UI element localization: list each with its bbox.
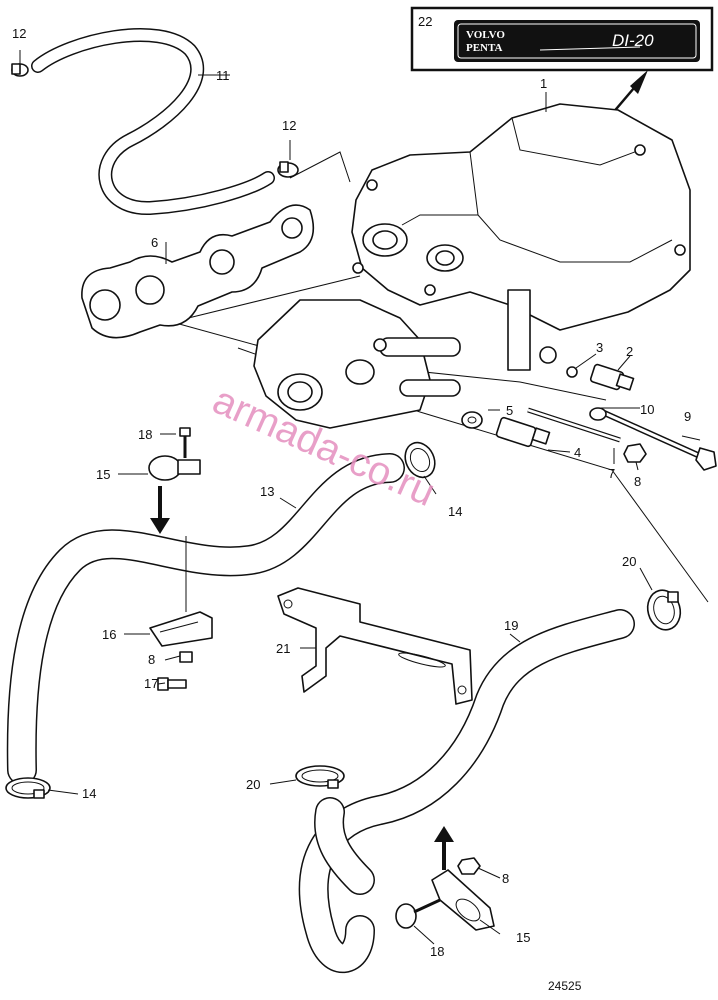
hose-clamp-14-lower: [5, 777, 51, 799]
callout-8-left: 8: [148, 652, 155, 667]
callout-12-top: 12: [12, 26, 26, 41]
plug: [495, 416, 551, 448]
callout-6: 6: [151, 235, 158, 250]
decal-ref-label: 22: [418, 14, 432, 29]
hose-19: [298, 609, 635, 974]
hose-clamp-top: [11, 63, 29, 77]
nut-upper: [623, 443, 647, 463]
main-hose: [6, 453, 405, 785]
hose-clamp-14-upper: [404, 441, 436, 479]
callout-12-upper: 12: [282, 118, 296, 133]
screw-18-left: [179, 427, 191, 458]
callout-16: 16: [102, 627, 116, 642]
callout-14-upper: 14: [448, 504, 462, 519]
sealing-ring-3: [566, 366, 578, 378]
down-arrow-left: [150, 486, 170, 534]
callout-18-left: 18: [138, 427, 152, 442]
washer-5: [461, 411, 483, 429]
callout-18-right: 18: [430, 944, 444, 959]
callout-2: 2: [626, 344, 633, 359]
temperature-sender: [589, 363, 635, 391]
leader-lines: [19, 50, 701, 945]
callout-14-lower: 14: [82, 786, 96, 801]
callout-17: 17: [144, 676, 158, 691]
hose-clip-right: [431, 869, 495, 931]
nut-8-left: [179, 651, 193, 663]
callout-20-right: 20: [622, 554, 636, 569]
callout-8-upper: 8: [634, 474, 641, 489]
callout-4: 4: [574, 445, 581, 460]
lower-housing: [253, 299, 461, 429]
callout-20-lower: 20: [246, 777, 260, 792]
figure-number: 24525: [548, 979, 582, 993]
gasket: [81, 204, 315, 339]
decal-brand-line1: VOLVO: [466, 29, 505, 41]
bracket-21: [277, 587, 473, 705]
callout-15-left: 15: [96, 467, 110, 482]
small-hose: [31, 27, 275, 216]
callout-5: 5: [506, 403, 513, 418]
screw-18-right: [395, 898, 441, 929]
nut-8-right: [457, 857, 481, 875]
hose-clamp-20-lower: [295, 765, 345, 789]
decal-brand-line2: PENTA: [466, 42, 503, 54]
hose-clamp-upper: [277, 161, 299, 178]
hose-clip-left: [148, 455, 201, 481]
hose-clamp-20-right: [646, 589, 682, 631]
callout-21: 21: [276, 641, 290, 656]
callout-3: 3: [596, 340, 603, 355]
heat-exchanger-housing: [351, 103, 691, 371]
bracket-16: [149, 536, 213, 647]
screw-17: [157, 677, 187, 691]
callout-8-right: 8: [502, 871, 509, 886]
washer-10: [589, 407, 607, 421]
decal-box: [410, 6, 714, 72]
callout-11: 11: [216, 68, 230, 83]
callout-13: 13: [260, 484, 274, 499]
callout-1: 1: [540, 76, 547, 91]
callout-10: 10: [640, 402, 654, 417]
callout-9: 9: [684, 409, 691, 424]
callout-15-right: 15: [516, 930, 530, 945]
up-arrow-right: [434, 826, 454, 870]
callout-19: 19: [504, 618, 518, 633]
decal-model: DI-20: [612, 31, 654, 50]
callout-7: 7: [608, 466, 615, 481]
